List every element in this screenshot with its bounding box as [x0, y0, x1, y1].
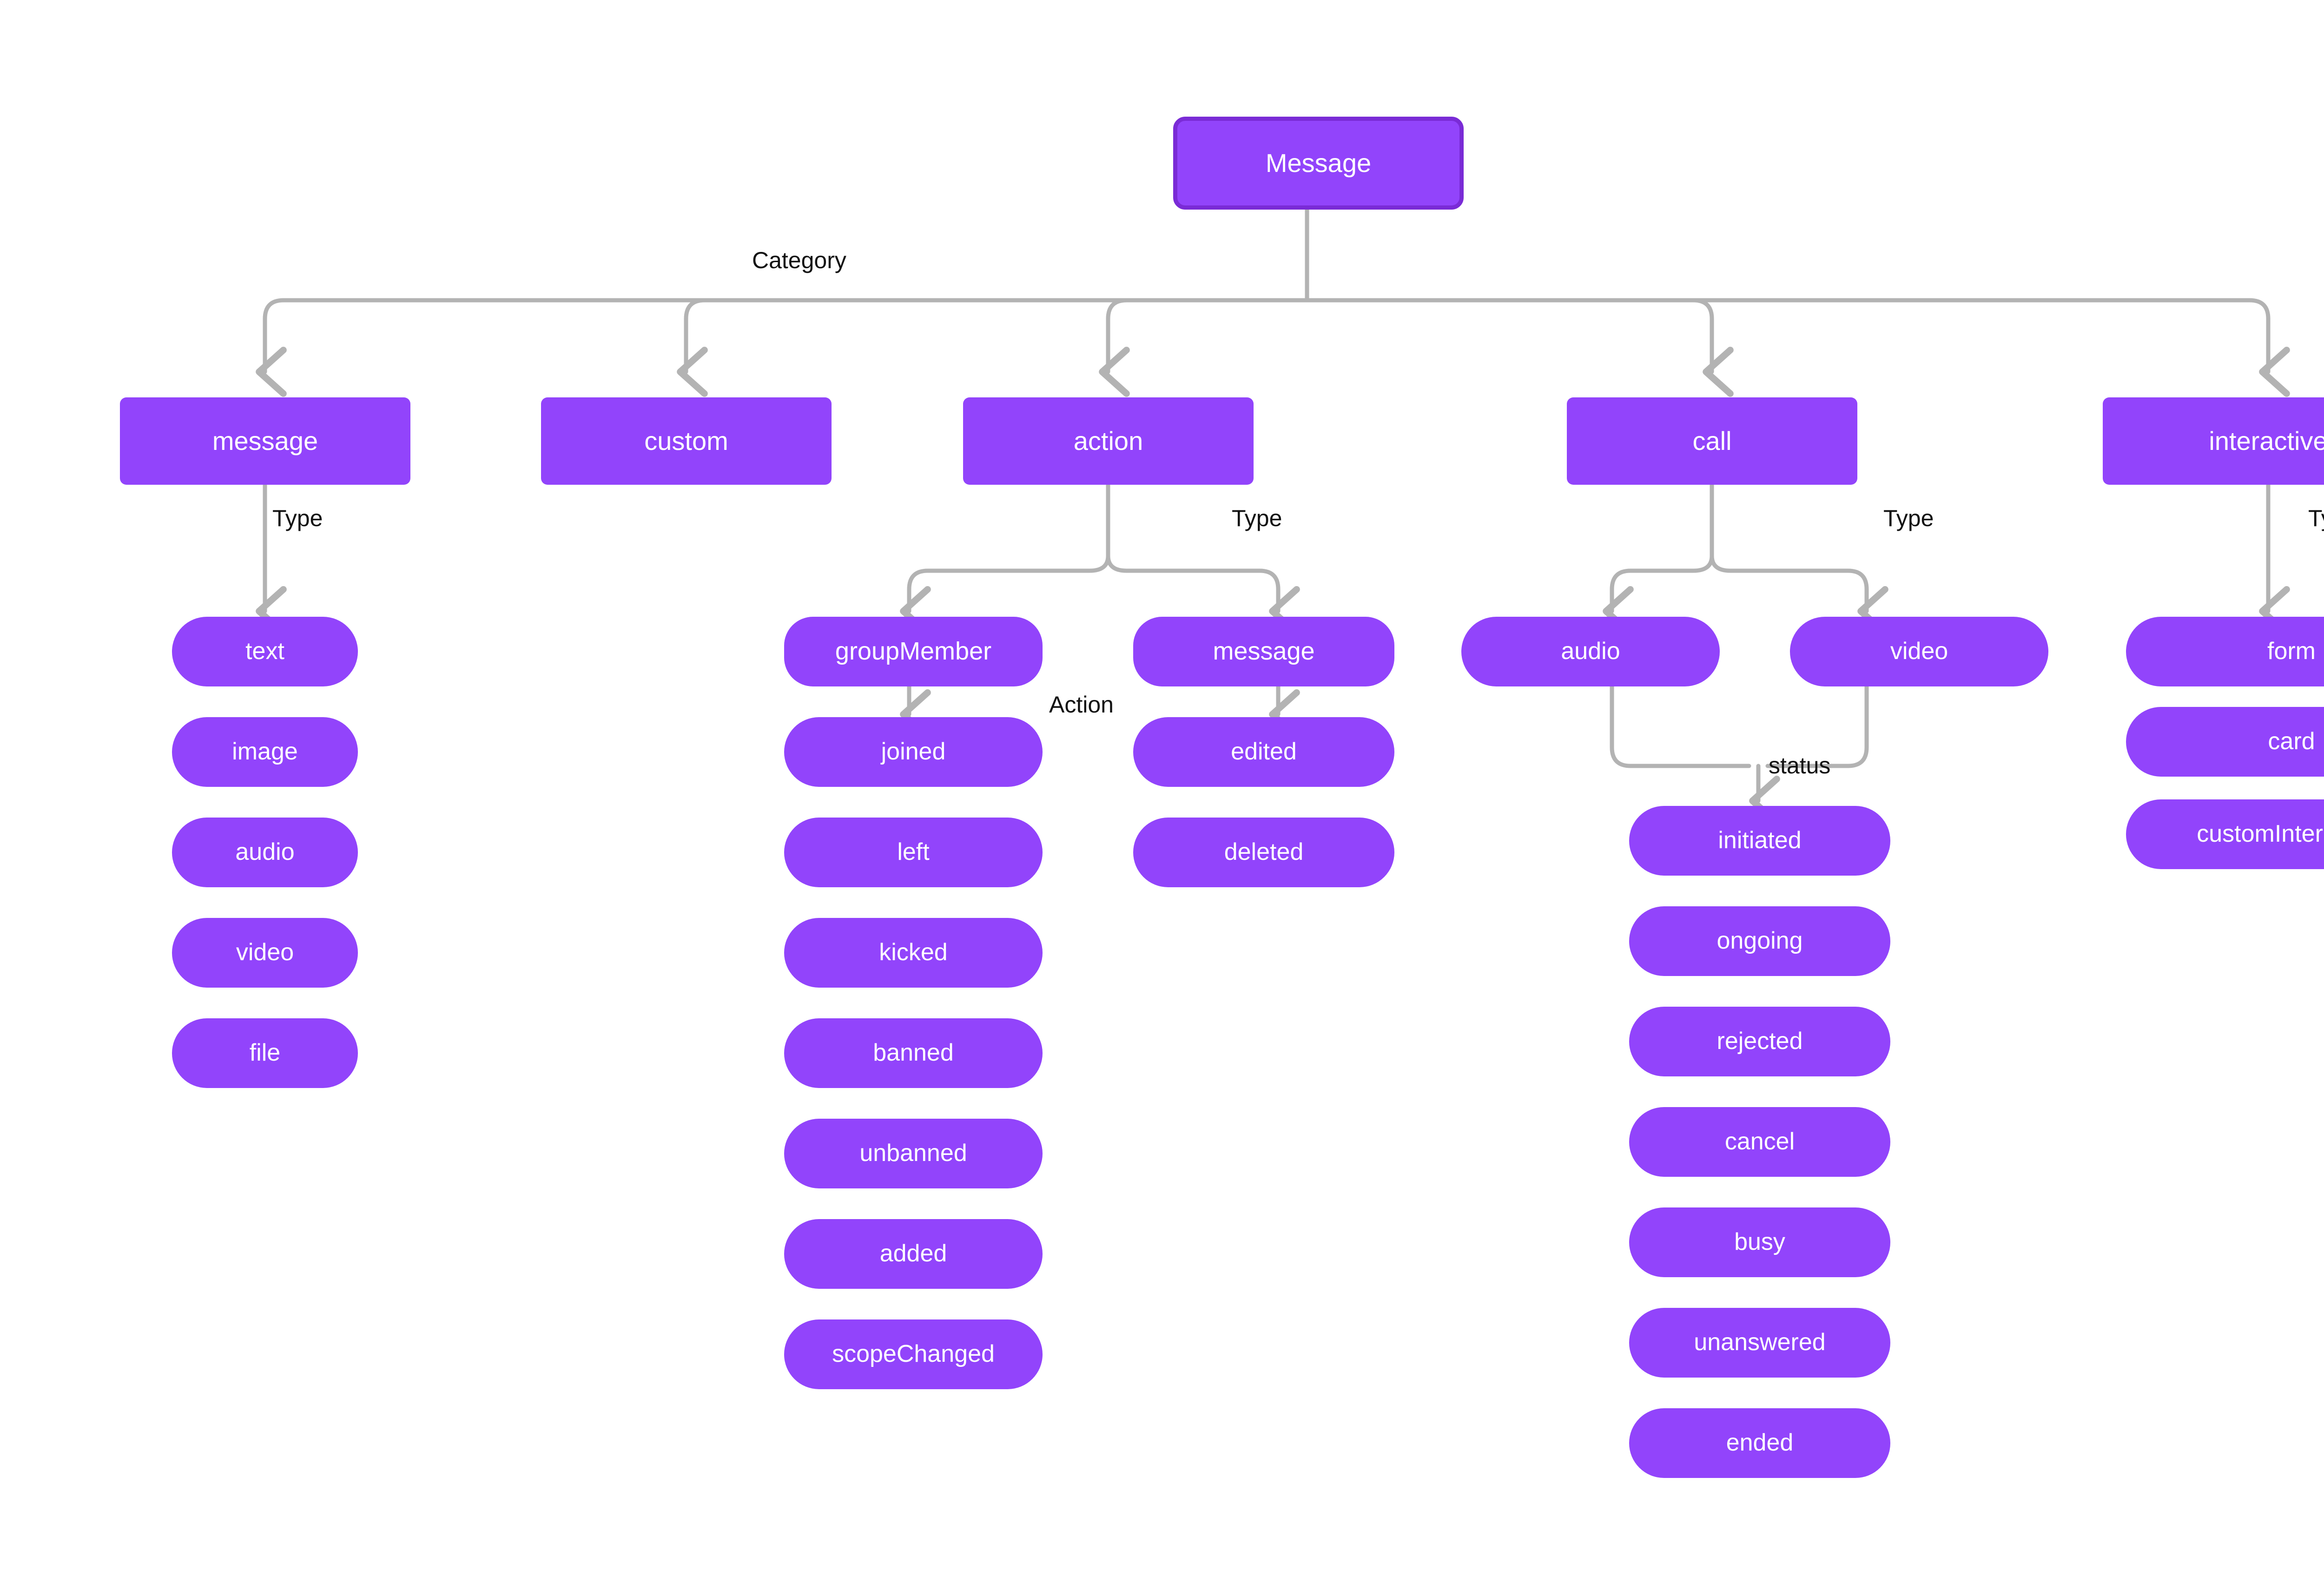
- node-label: action: [1073, 426, 1143, 456]
- node-call-status-initiated[interactable]: initiated: [1629, 806, 1890, 876]
- node-groupmember-action-scopechanged[interactable]: scopeChanged: [784, 1319, 1043, 1389]
- node-message-action-edited[interactable]: edited: [1133, 717, 1394, 787]
- node-call-status-busy[interactable]: busy: [1629, 1207, 1890, 1277]
- edge-label-action: Action: [1049, 692, 1114, 718]
- node-interactive-type-card[interactable]: card: [2126, 707, 2324, 777]
- node-message-type-image[interactable]: image: [172, 717, 358, 787]
- node-message-action-deleted[interactable]: deleted: [1133, 818, 1394, 887]
- node-label: custom: [644, 426, 728, 456]
- node-label: message: [1213, 637, 1315, 666]
- node-label: video: [236, 939, 294, 966]
- node-call-status-cancel[interactable]: cancel: [1629, 1107, 1890, 1177]
- node-call-type-audio[interactable]: audio: [1461, 617, 1720, 686]
- edge-call-to-video: [1710, 554, 1888, 637]
- node-action-type-message[interactable]: message: [1133, 617, 1394, 686]
- node-groupmember-action-joined[interactable]: joined: [784, 717, 1043, 787]
- node-label: Message: [1265, 148, 1372, 178]
- node-label: joined: [881, 738, 946, 765]
- node-label: interactive: [2209, 426, 2324, 456]
- node-category-call[interactable]: call: [1567, 397, 1857, 485]
- node-groupmember-action-kicked[interactable]: kicked: [784, 918, 1043, 988]
- node-label: cancel: [1724, 1128, 1795, 1155]
- node-call-type-video[interactable]: video: [1790, 617, 2048, 686]
- node-label: left: [897, 838, 930, 866]
- node-message-root[interactable]: Message: [1173, 117, 1464, 210]
- node-category-custom[interactable]: custom: [541, 397, 832, 485]
- node-action-type-groupmember[interactable]: groupMember: [784, 617, 1043, 686]
- edge-root-to-message: [256, 298, 1309, 397]
- edge-label-category: Category: [752, 247, 846, 273]
- node-label: ended: [1726, 1429, 1794, 1457]
- node-label: added: [879, 1240, 947, 1267]
- node-call-status-rejected[interactable]: rejected: [1629, 1007, 1890, 1076]
- node-label: form: [2267, 638, 2316, 665]
- node-label: deleted: [1224, 838, 1304, 866]
- edge-label-status: status: [1769, 752, 1831, 778]
- edge-action-to-message: [1106, 554, 1300, 637]
- node-label: message: [212, 426, 318, 456]
- node-label: file: [249, 1039, 281, 1067]
- node-label: busy: [1734, 1228, 1785, 1256]
- node-groupmember-action-added[interactable]: added: [784, 1219, 1043, 1289]
- edge-root-to-interactive: [1305, 298, 2290, 397]
- node-interactive-type-form[interactable]: form: [2126, 617, 2324, 686]
- node-call-status-ended[interactable]: ended: [1629, 1408, 1890, 1478]
- node-call-status-unanswered[interactable]: unanswered: [1629, 1308, 1890, 1378]
- node-label: initiated: [1718, 827, 1802, 854]
- node-category-message[interactable]: message: [120, 397, 410, 485]
- node-label: groupMember: [835, 637, 992, 666]
- edge-label-type-action: Type: [1232, 505, 1282, 531]
- node-label: rejected: [1717, 1028, 1803, 1055]
- node-label: customInteractive: [2197, 820, 2324, 848]
- node-label: kicked: [879, 939, 948, 966]
- node-message-type-video[interactable]: video: [172, 918, 358, 988]
- node-label: banned: [873, 1039, 954, 1067]
- node-category-interactive[interactable]: interactive: [2103, 397, 2324, 485]
- edge-root-to-custom: [677, 298, 1309, 397]
- node-label: audio: [1561, 638, 1620, 665]
- node-groupmember-action-left[interactable]: left: [784, 818, 1043, 887]
- edge-label-type-message: Type: [272, 505, 323, 531]
- node-label: unanswered: [1694, 1329, 1826, 1356]
- node-message-type-audio[interactable]: audio: [172, 818, 358, 887]
- node-category-action[interactable]: action: [963, 397, 1254, 485]
- edge-root-to-action: [1099, 298, 1309, 397]
- node-groupmember-action-unbanned[interactable]: unbanned: [784, 1119, 1043, 1188]
- node-label: scopeChanged: [832, 1340, 995, 1368]
- node-label: edited: [1231, 738, 1297, 765]
- edge-call-to-audio: [1603, 554, 1714, 637]
- edge-label-type-interactive: Type: [2308, 505, 2324, 531]
- edge-audio-to-status: [1610, 684, 1751, 768]
- node-label: video: [1890, 638, 1948, 665]
- node-label: image: [232, 738, 298, 765]
- node-groupmember-action-banned[interactable]: banned: [784, 1018, 1043, 1088]
- node-label: card: [2268, 728, 2315, 755]
- node-label: audio: [235, 838, 295, 866]
- edge-label-type-call: Type: [1883, 505, 1934, 531]
- node-call-status-ongoing[interactable]: ongoing: [1629, 906, 1890, 976]
- node-message-type-file[interactable]: file: [172, 1018, 358, 1088]
- node-label: ongoing: [1717, 927, 1803, 955]
- node-label: text: [245, 638, 284, 665]
- node-message-type-text[interactable]: text: [172, 617, 358, 686]
- node-interactive-type-custominteractive[interactable]: customInteractive: [2126, 799, 2324, 869]
- edge-action-to-groupmember: [900, 554, 1110, 637]
- edge-root-to-call: [1305, 298, 1734, 397]
- node-label: call: [1692, 426, 1732, 456]
- node-label: unbanned: [859, 1140, 967, 1167]
